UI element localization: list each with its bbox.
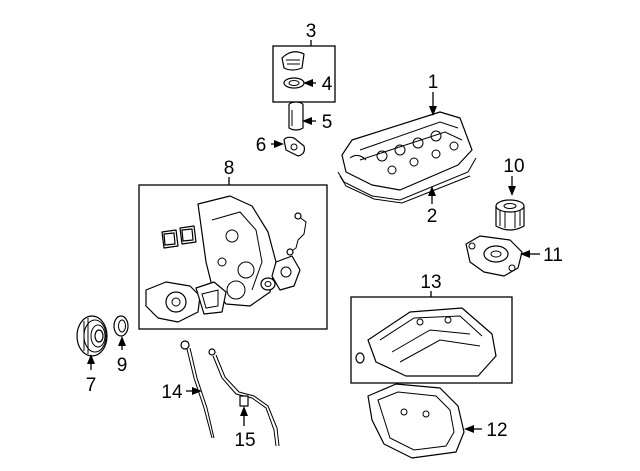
oil-cap-group-box — [272, 45, 336, 103]
callout-1: 1 — [428, 72, 439, 93]
valve-cover — [341, 111, 473, 191]
filler-gasket — [283, 136, 305, 157]
callout-3: 3 — [306, 21, 317, 42]
crankshaft-seal — [113, 315, 129, 337]
cap-gasket — [283, 77, 305, 89]
callout-11: 11 — [543, 245, 563, 266]
callout-7: 7 — [86, 375, 97, 396]
oil-filler-cap — [281, 51, 305, 71]
oil-pan-lower — [367, 383, 465, 459]
dipstick-tube — [208, 348, 280, 447]
callout-14: 14 — [161, 382, 183, 403]
timing-cover-group-box — [138, 184, 328, 330]
oil-filter-bracket — [465, 235, 523, 277]
oil-pump — [271, 255, 301, 291]
callout-2: 2 — [427, 206, 438, 227]
crank-sensor-wire — [286, 212, 307, 256]
callout-8: 8 — [224, 158, 235, 179]
valve-cover-gasket — [337, 157, 477, 204]
callout-6: 6 — [256, 135, 267, 156]
crankshaft-pulley — [76, 315, 108, 357]
oil-filter — [495, 199, 525, 231]
callout-10: 10 — [503, 156, 524, 177]
oil-filler-pipe — [288, 101, 304, 131]
oil-pan-upper — [355, 307, 497, 377]
callout-4: 4 — [322, 74, 333, 95]
timing-chain-cover — [197, 195, 277, 307]
callout-13: 13 — [420, 272, 441, 293]
callout-12: 12 — [486, 420, 507, 441]
callout-9: 9 — [117, 355, 128, 376]
front-seal — [260, 277, 276, 291]
callout-5: 5 — [322, 112, 333, 133]
oil-dipstick — [180, 340, 215, 439]
water-pump — [145, 281, 227, 323]
callout-15: 15 — [234, 430, 255, 451]
timing-seals — [161, 225, 197, 249]
leader-lines — [87, 40, 540, 433]
